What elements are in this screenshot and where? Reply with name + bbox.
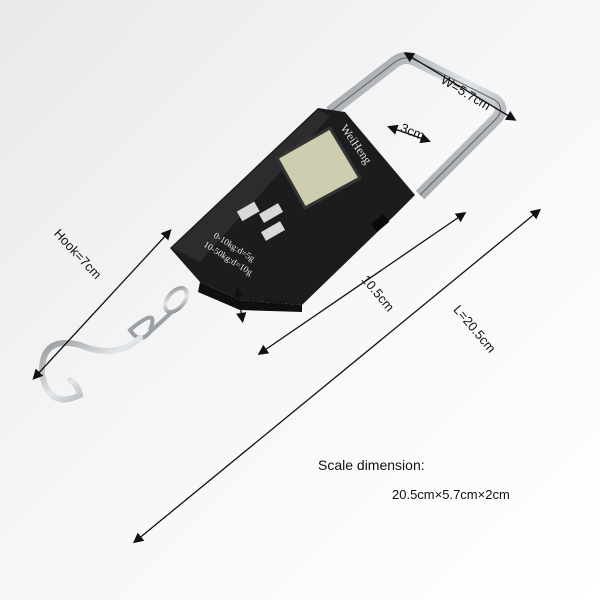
spec-title: Scale dimension: [318, 457, 425, 473]
lcd-screen [274, 125, 363, 211]
dimension-lines [32, 52, 542, 544]
length-dimension-line [132, 208, 542, 544]
spec-value: 20.5cm×5.7cm×2cm [392, 487, 510, 502]
width-dimension-line [403, 52, 517, 121]
hook-dimension-line [32, 229, 172, 380]
handle-dimension-line [387, 124, 431, 144]
height-label: H=2cm [248, 296, 290, 311]
height-dimension-line [233, 286, 247, 324]
